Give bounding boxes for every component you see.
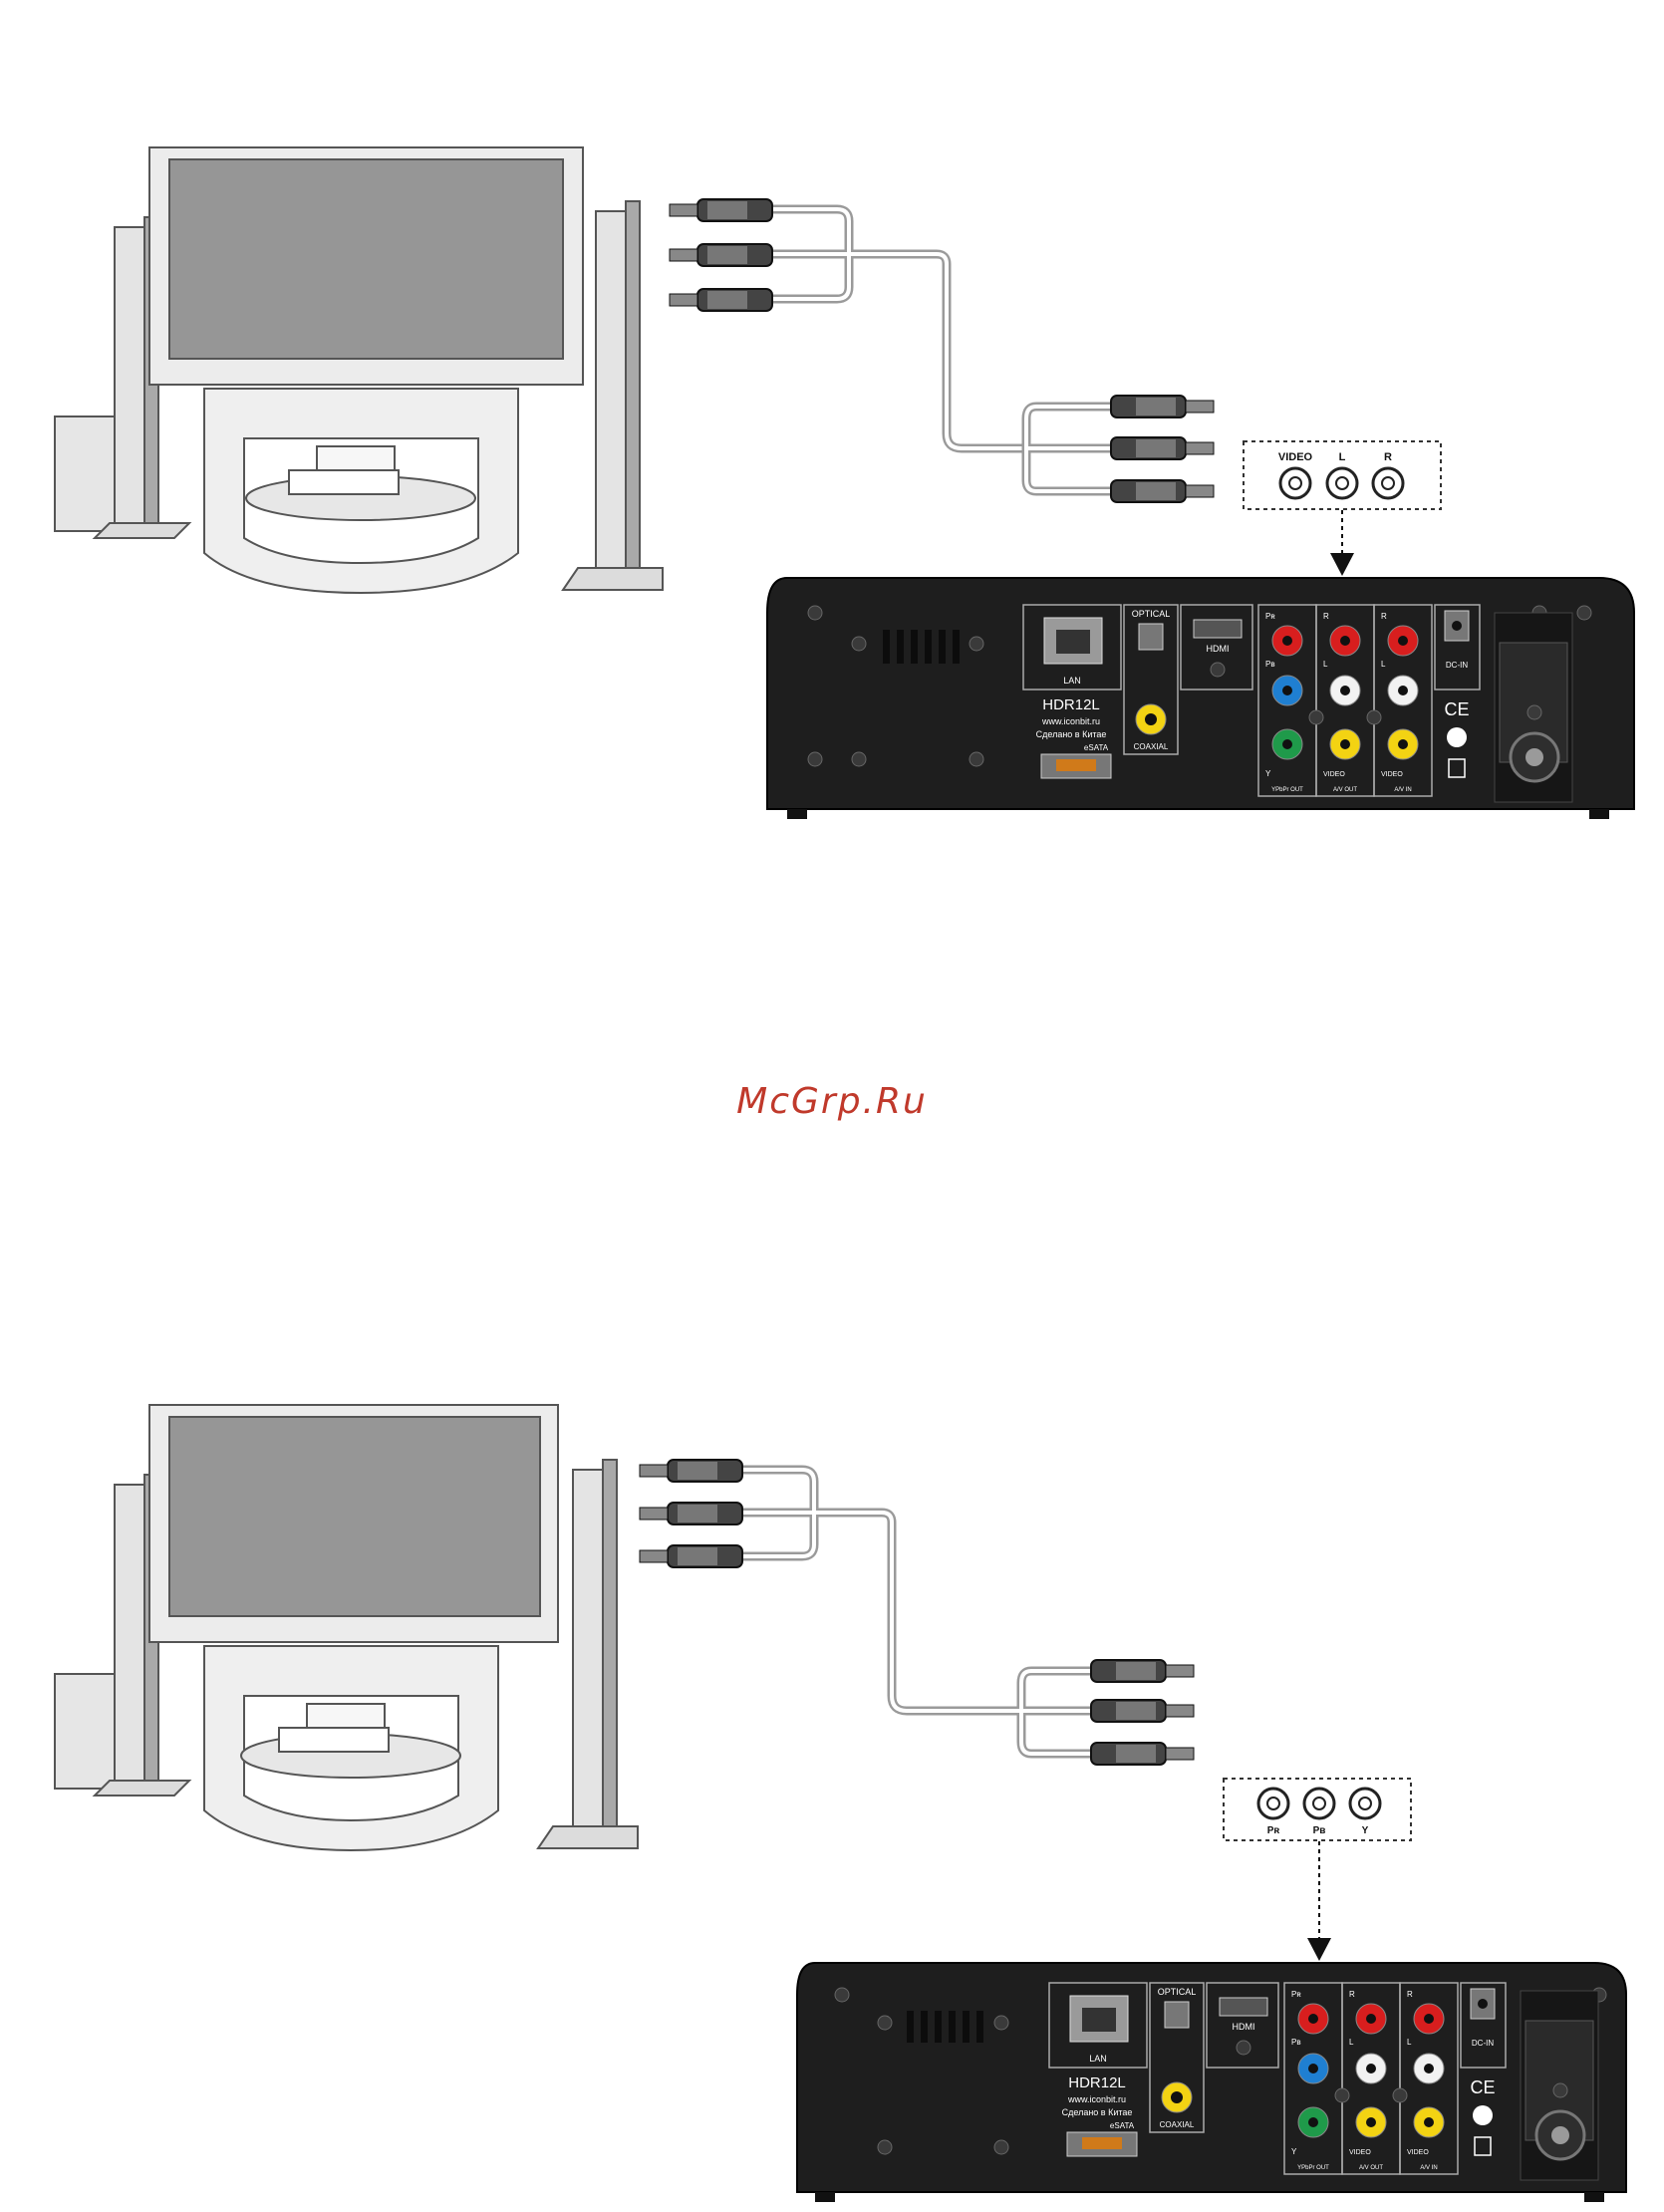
right-speaker-2 (573, 1470, 603, 1838)
av-in-l-label: L (1381, 660, 1386, 669)
rca-plug-device-2 (1111, 437, 1214, 459)
ypbpr-out-label-2: YPbPr OUT (1297, 2165, 1329, 2171)
av-in-label-2: A/V IN (1420, 2165, 1437, 2171)
media-player-rear-panel-2: LAN OPTICAL COAXIAL HDMI HDR12L www.icon… (797, 1963, 1626, 2202)
cable-tv-side-2 (742, 1470, 1016, 1711)
av-in-video-label-2: VIDEO (1407, 2149, 1429, 2156)
connection-diagram-av: VIDEO L R LAN OPT (0, 0, 1664, 827)
connector-zoom-box: VIDEO L R (1244, 441, 1441, 509)
pr-label-2: Pʀ (1291, 1990, 1301, 1999)
rca-plug-tv-2-2 (640, 1503, 742, 1524)
rca-plug-device-2-1 (1091, 1660, 1194, 1682)
rca-plug-tv-1 (670, 199, 772, 221)
optical-label: OPTICAL (1132, 609, 1171, 619)
subwoofer (55, 416, 117, 531)
diagram-svg-component: Pʀ Pʙ Y LAN OPTICAL COAXIAL HDMI (0, 1385, 1664, 2212)
connector-label-2-2: Pʙ (1313, 1825, 1326, 1836)
av-in-r-label-2: R (1407, 1990, 1413, 1999)
dc-in-label-2: DC-IN (1472, 2039, 1494, 2048)
rca-plug-device-3 (1111, 480, 1214, 502)
cable-device-side-2 (1016, 1671, 1096, 1754)
left-speaker-2 (115, 1485, 144, 1789)
coaxial-label-2: COAXIAL (1160, 2120, 1195, 2129)
rca-plug-device-1 (1111, 396, 1214, 417)
av-out-r-label: R (1323, 612, 1329, 621)
arrow-down-icon (1330, 510, 1354, 576)
rca-plug-tv-2 (670, 244, 772, 266)
dc-in-label: DC-IN (1446, 661, 1468, 670)
connector-label-2: L (1339, 451, 1346, 463)
pct-mark-icon-2 (1473, 2105, 1493, 2125)
cable-device-side (1026, 407, 1116, 491)
model-name: HDR12L (1042, 696, 1100, 713)
rca-plug-tv-2-1 (640, 1460, 742, 1482)
av-out-l-label-2: L (1349, 2038, 1354, 2047)
connector-label-2-1: Pʀ (1267, 1825, 1280, 1836)
left-speaker (115, 227, 144, 531)
y-label: Y (1265, 769, 1271, 778)
arrow-down-icon-2 (1307, 1841, 1331, 1961)
av-out-video-label-2: VIDEO (1349, 2149, 1371, 2156)
optical-label-2: OPTICAL (1158, 1987, 1197, 1997)
ce-mark-2: CE (1470, 2077, 1495, 2097)
lan-label-2: LAN (1089, 2054, 1107, 2064)
rca-plug-device-2-3 (1091, 1743, 1194, 1765)
pb-label-2: Pʙ (1291, 2038, 1301, 2047)
website-text: www.iconbit.ru (1041, 716, 1100, 726)
model-name-2: HDR12L (1068, 2074, 1126, 2091)
home-theater-illustration (55, 147, 663, 593)
dvd-player (289, 470, 399, 494)
cable-tv-side (772, 209, 1036, 448)
av-out-l-label: L (1323, 660, 1328, 669)
connector-label-1: VIDEO (1278, 451, 1313, 463)
lan-label: LAN (1063, 676, 1081, 686)
av-in-video-label: VIDEO (1381, 771, 1403, 778)
rca-plug-device-2-2 (1091, 1700, 1194, 1722)
av-in-l-label-2: L (1407, 2038, 1412, 2047)
media-player-rear-panel: LAN OPTICAL COAXIAL HDMI HDR12L www.icon… (767, 578, 1634, 819)
ce-mark: CE (1444, 699, 1469, 719)
av-out-r-label-2: R (1349, 1990, 1355, 1999)
av-out-label-2: A/V OUT (1359, 2165, 1383, 2171)
diagram-svg-av: VIDEO L R LAN OPT (0, 0, 1664, 827)
rca-plug-tv-2-3 (640, 1545, 742, 1567)
hdmi-label-2: HDMI (1233, 2022, 1255, 2032)
pb-label: Pʙ (1265, 660, 1275, 669)
subwoofer-2 (55, 1674, 117, 1789)
connector-zoom-box-2: Pʀ Pʙ Y (1224, 1779, 1411, 1840)
tv-screen-2 (169, 1417, 540, 1616)
av-in-r-label: R (1381, 612, 1387, 621)
made-in-text: Сделано в Китае (1036, 729, 1107, 739)
av-out-video-label: VIDEO (1323, 771, 1345, 778)
connector-label-2-3: Y (1362, 1825, 1369, 1836)
hdmi-label: HDMI (1207, 644, 1230, 654)
made-in-text-2: Сделано в Китае (1062, 2107, 1133, 2117)
esata-label-2: eSATA (1110, 2121, 1135, 2130)
website-text-2: www.iconbit.ru (1067, 2094, 1126, 2104)
connector-label-3: R (1384, 451, 1392, 463)
home-theater-illustration-2 (55, 1405, 638, 1850)
pct-mark-icon (1447, 727, 1467, 747)
right-speaker (596, 211, 626, 580)
dvd-player-2 (279, 1728, 389, 1752)
av-out-label: A/V OUT (1333, 787, 1357, 793)
esata-label: eSATA (1084, 743, 1109, 752)
watermark: McGrp.Ru (0, 1081, 1664, 1122)
av-in-label: A/V IN (1394, 787, 1411, 793)
connection-diagram-component: Pʀ Pʙ Y LAN OPTICAL COAXIAL HDMI (0, 1385, 1664, 2212)
pr-label: Pʀ (1265, 612, 1275, 621)
rca-plug-tv-3 (670, 289, 772, 311)
y-label-2: Y (1291, 2147, 1297, 2156)
coaxial-label: COAXIAL (1134, 742, 1169, 751)
tv-screen (169, 159, 563, 359)
ypbpr-out-label: YPbPr OUT (1271, 787, 1303, 793)
